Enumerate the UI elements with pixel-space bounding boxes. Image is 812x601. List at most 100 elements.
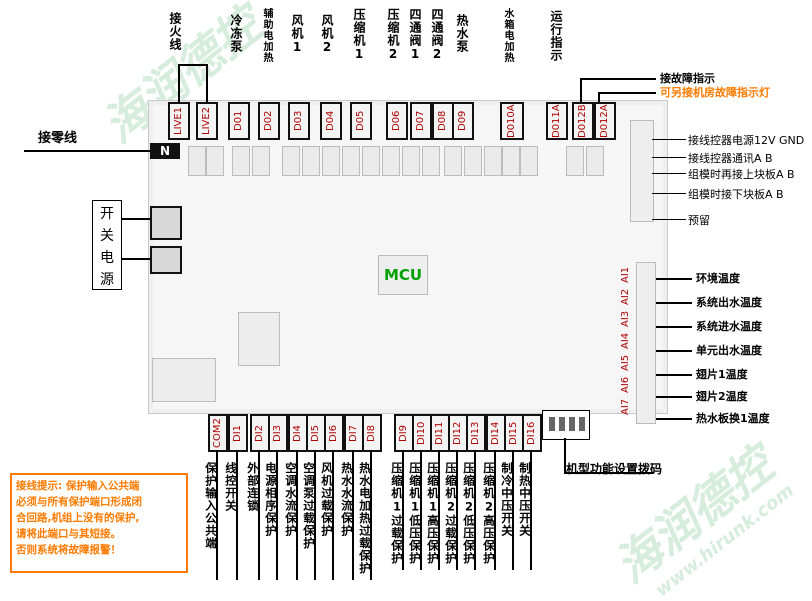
terminal-di8[interactable]: DI8 [362, 414, 382, 452]
neutral-label: 接零线 [38, 131, 78, 146]
di-label: 热水电加热过载保护 [358, 462, 372, 575]
ai-wire [656, 374, 692, 376]
ai-label: 单元出水温度 [696, 344, 762, 357]
power-char: 电 [100, 250, 114, 266]
dip-switch[interactable] [542, 410, 590, 440]
di-wire [512, 450, 514, 570]
label-d03: 风机1 [290, 14, 304, 55]
terminal-di15[interactable]: DI15 [504, 414, 524, 452]
power-connector [150, 246, 182, 274]
di-wire [296, 450, 298, 580]
di-wire [314, 450, 316, 580]
di-wire [276, 450, 278, 580]
terminal-d010a[interactable]: D010A [500, 102, 524, 140]
di-label: 压缩机2过载保护 [444, 462, 458, 565]
label-live: 接火线 [168, 12, 182, 51]
terminal-di9[interactable]: DI9 [394, 414, 414, 452]
ai-wire [656, 326, 692, 328]
live-wire [206, 64, 208, 102]
terminal-live1[interactable]: LIVE1 [168, 102, 190, 140]
terminal-di12[interactable]: DI12 [448, 414, 468, 452]
terminal-di4[interactable]: DI4 [288, 414, 308, 452]
right-label: 接线控器通讯A B [688, 152, 773, 165]
label-d04: 风机2 [320, 14, 334, 55]
di-wire [332, 450, 334, 580]
terminal-d04[interactable]: D04 [320, 102, 342, 140]
power-char: 源 [100, 272, 114, 288]
dip-wire [564, 438, 566, 472]
terminal-di5[interactable]: DI5 [306, 414, 326, 452]
power-wire [122, 218, 152, 220]
right-wire [652, 193, 686, 194]
terminal-di13[interactable]: DI13 [466, 414, 486, 452]
label-d011a: 运行指示 [549, 10, 563, 62]
terminal-di10[interactable]: DI10 [412, 414, 432, 452]
terminal-d08[interactable]: D08 [432, 102, 454, 140]
terminal-d01[interactable]: D01 [228, 102, 250, 140]
note-line: 请将此端口与其短接。 [16, 528, 121, 540]
di-wire [474, 450, 476, 570]
terminal-d011a[interactable]: D011A [546, 102, 568, 140]
label-d08: 四通阀2 [430, 8, 444, 62]
note-line: 接线提示: 保护输入公共端 [16, 480, 140, 492]
terminal-d05[interactable]: D05 [350, 102, 372, 140]
fault-indicator-label: 接故障指示 [660, 72, 715, 85]
right-label: 组模时再接上块板A B [688, 168, 795, 181]
terminal-live2[interactable]: LIVE2 [196, 102, 218, 140]
relay [232, 146, 250, 176]
note-line: 必须与所有保护端口形成闭 [16, 496, 142, 508]
di-wire [216, 450, 218, 580]
terminal-di1[interactable]: DI1 [228, 414, 248, 452]
di-label: 压缩机1过载保护 [390, 462, 404, 565]
di-wire [352, 450, 354, 580]
terminal-d03[interactable]: D03 [288, 102, 310, 140]
di-wire [494, 450, 496, 570]
terminal-di16[interactable]: DI16 [522, 414, 542, 452]
label-d01: 冷冻泵 [229, 14, 243, 53]
right-wire [652, 173, 686, 174]
relay [520, 146, 538, 176]
relay [422, 146, 440, 176]
terminal-di6[interactable]: DI6 [324, 414, 344, 452]
di-wire [258, 450, 260, 580]
relay [586, 146, 604, 176]
ai-wire [656, 278, 692, 280]
di-label: 压缩机1高压保护 [426, 462, 440, 565]
label-d09: 热水泵 [455, 14, 469, 53]
ai-wire [656, 302, 692, 304]
note-line: 合回路,机组上没有的保护, [16, 512, 140, 524]
relay [444, 146, 462, 176]
di-label: 制热中压开关 [518, 462, 532, 537]
terminal-d06[interactable]: D06 [386, 102, 408, 140]
dip-wire [564, 472, 654, 474]
ai-label: 热水板换1温度 [696, 412, 770, 425]
fault-wire [598, 92, 600, 102]
terminal-di14[interactable]: DI14 [486, 414, 506, 452]
ai-label: 系统出水温度 [696, 296, 762, 309]
di-wire [456, 450, 458, 570]
power-switch-label: 开 关 电 源 [92, 200, 122, 290]
ai-label: 翅片2温度 [696, 390, 748, 403]
power-wire [122, 258, 152, 260]
relay [362, 146, 380, 176]
terminal-di3[interactable]: DI3 [268, 414, 288, 452]
terminal-com2[interactable]: COM2 [208, 414, 228, 452]
ai-terminal: AI7 [620, 398, 631, 416]
terminal-d09[interactable]: D09 [452, 102, 474, 140]
di-label: 电源相序保护 [264, 462, 278, 537]
relay [464, 146, 482, 176]
terminal-di7[interactable]: DI7 [344, 414, 364, 452]
terminal-d07[interactable]: D07 [410, 102, 432, 140]
terminal-d012a[interactable]: D012A [594, 102, 616, 140]
relay [342, 146, 360, 176]
terminal-d02[interactable]: D02 [258, 102, 280, 140]
di-wire [438, 450, 440, 570]
di-wire [530, 450, 532, 570]
fault-wire [580, 78, 656, 80]
terminal-di11[interactable]: DI11 [430, 414, 450, 452]
terminal-di2[interactable]: DI2 [250, 414, 270, 452]
power-connector [150, 206, 182, 240]
relay [566, 146, 584, 176]
terminal-d012b[interactable]: D012B [572, 102, 594, 140]
mcu-chip: MCU [378, 255, 428, 295]
